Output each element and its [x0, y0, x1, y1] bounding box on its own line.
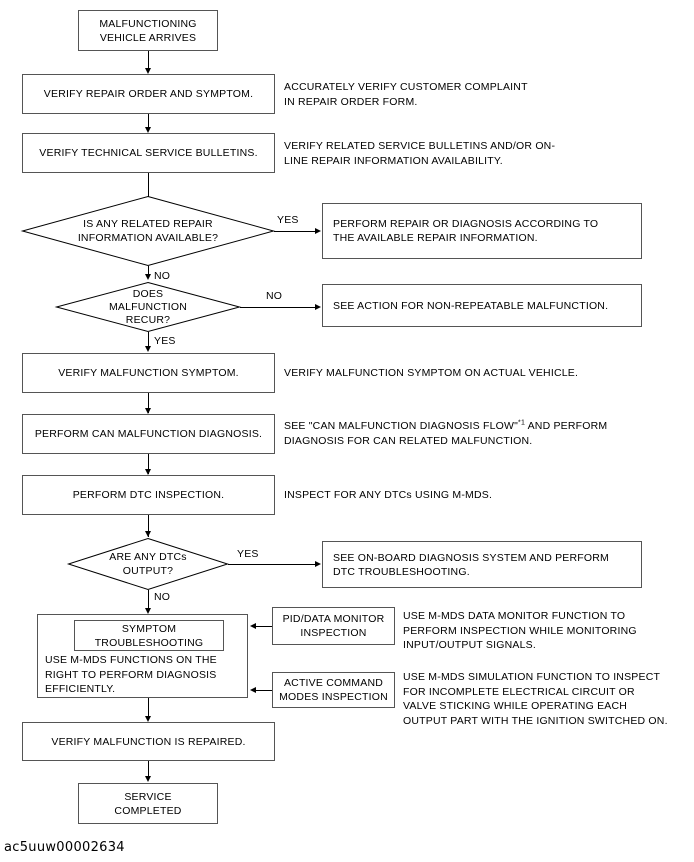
decision-is-any-related-repair-information-available: IS ANY RELATED REPAIR INFORMATION AVAILA…	[20, 195, 276, 267]
node-label: SERVICE COMPLETED	[114, 790, 182, 817]
node-label: SYMPTOM TROUBLESHOOTING	[94, 622, 204, 649]
outcome-perform-repair-or-diagnosis: PERFORM REPAIR OR DIAGNOSIS ACCORDING TO…	[322, 203, 642, 259]
branch-label-dtc-no: NO	[154, 591, 171, 603]
connector-info-no	[148, 266, 149, 276]
connector-recur-no	[240, 307, 315, 308]
symptom-troubleshooting-description: USE M-MDS FUNCTIONS ON THE RIGHT TO PERF…	[45, 654, 217, 695]
node-label: VERIFY TECHNICAL SERVICE BULLETINS.	[39, 147, 258, 159]
connector-symptom-to-can	[148, 393, 149, 413]
figure-id-label: ac5uuw00002634	[4, 840, 125, 855]
node-label: PID/DATA MONITOR INSPECTION	[282, 613, 385, 639]
arrowhead-down-icon	[144, 408, 151, 414]
node-verify-repair-order: VERIFY REPAIR ORDER AND SYMPTOM.	[22, 74, 275, 114]
annotation-verify-tsb: VERIFY RELATED SERVICE BULLETINS AND/OR …	[284, 140, 556, 167]
node-pid-data-monitor-inspection: PID/DATA MONITOR INSPECTION	[272, 607, 395, 645]
connector-symptom-to-verify-repaired	[148, 698, 149, 716]
connector-active-to-symptom	[256, 690, 272, 691]
annotation-can-post: AND PERFORM DIAGNOSIS FOR CAN RELATED MA…	[284, 420, 608, 447]
annotation-verify-symptom: VERIFY MALFUNCTION SYMPTOM ON ACTUAL VEH…	[284, 367, 579, 379]
branch-label-dtc-yes: YES	[237, 548, 259, 560]
arrowhead-down-icon	[144, 346, 151, 352]
node-symptom-troubleshooting: SYMPTOM TROUBLESHOOTING	[74, 620, 224, 651]
arrowhead-down-icon	[144, 776, 151, 782]
connector-info-yes	[274, 231, 315, 232]
connector-start-to-verify-repair-order	[148, 51, 149, 68]
arrowhead-down-icon	[144, 68, 151, 74]
node-label: ACTIVE COMMAND MODES INSPECTION	[279, 677, 388, 703]
branch-label-info-no: NO	[154, 270, 171, 282]
node-label: VERIFY REPAIR ORDER AND SYMPTOM.	[43, 88, 254, 100]
arrowhead-down-icon	[144, 127, 151, 133]
node-malfunctioning-vehicle-arrives: MALFUNCTIONING VEHICLE ARRIVES	[78, 10, 218, 51]
node-service-completed: SERVICE COMPLETED	[78, 783, 218, 824]
arrowhead-down-icon	[144, 531, 151, 537]
outcome-label: SEE ACTION FOR NON-REPEATABLE MALFUNCTIO…	[333, 299, 609, 312]
node-verify-technical-service-bulletins: VERIFY TECHNICAL SERVICE BULLETINS.	[22, 133, 275, 173]
arrowhead-left-icon	[250, 686, 256, 693]
decision-does-malfunction-recur: DOES MALFUNCTION RECUR?	[54, 281, 242, 333]
branch-label-info-yes: YES	[277, 214, 299, 226]
diamond-shape-icon	[54, 281, 242, 333]
branch-label-recur-no: NO	[266, 290, 283, 302]
branch-label-recur-yes: YES	[154, 335, 176, 347]
annotation-pid-inspection: USE M-MDS DATA MONITOR FUNCTION TO PERFO…	[403, 610, 637, 651]
node-verify-malfunction-is-repaired: VERIFY MALFUNCTION IS REPAIRED.	[22, 722, 275, 761]
connector-dtcs-yes	[228, 564, 315, 565]
outcome-on-board-diagnosis-system: SEE ON-BOARD DIAGNOSIS SYSTEM AND PERFOR…	[322, 541, 642, 588]
connector-dtc-to-decision-dtcs	[148, 515, 149, 537]
outcome-label: PERFORM REPAIR OR DIAGNOSIS ACCORDING TO…	[333, 218, 599, 244]
connector-recur-yes	[148, 332, 149, 346]
node-label: PERFORM CAN MALFUNCTION DIAGNOSIS.	[34, 428, 263, 440]
arrowhead-down-icon	[144, 608, 151, 614]
connector-tsb-to-decision-info	[148, 173, 149, 197]
outcome-label: SEE ON-BOARD DIAGNOSIS SYSTEM AND PERFOR…	[333, 551, 609, 578]
annotation-can-pre: SEE "CAN MALFUNCTION DIAGNOSIS FLOW"	[284, 420, 519, 432]
node-label: VERIFY MALFUNCTION SYMPTOM.	[58, 367, 239, 379]
connector-pid-to-symptom	[256, 626, 272, 627]
outcome-non-repeatable-malfunction: SEE ACTION FOR NON-REPEATABLE MALFUNCTIO…	[322, 284, 642, 327]
decision-are-any-dtcs-output: ARE ANY DTCs OUTPUT?	[66, 537, 230, 591]
footnote-marker: *1	[518, 419, 526, 427]
arrowhead-right-icon	[315, 303, 321, 310]
node-verify-malfunction-symptom: VERIFY MALFUNCTION SYMPTOM.	[22, 353, 275, 393]
annotation-perform-dtc: INSPECT FOR ANY DTCs USING M-MDS.	[284, 489, 493, 501]
annotation-active-command: USE M-MDS SIMULATION FUNCTION TO INSPECT…	[403, 671, 668, 727]
connector-verify-repaired-to-service-completed	[148, 761, 149, 776]
arrowhead-down-icon	[144, 716, 151, 722]
annotation-perform-can: SEE "CAN MALFUNCTION DIAGNOSIS FLOW"*1 A…	[284, 419, 688, 448]
connector-verify-ro-to-tsb	[148, 114, 149, 127]
node-label: MALFUNCTIONING VEHICLE ARRIVES	[99, 17, 197, 44]
node-active-command-modes-inspection: ACTIVE COMMAND MODES INSPECTION	[272, 672, 395, 708]
connector-dtcs-no	[148, 590, 149, 608]
connector-can-to-dtc	[148, 454, 149, 474]
node-perform-can-malfunction-diagnosis: PERFORM CAN MALFUNCTION DIAGNOSIS.	[22, 414, 275, 454]
diamond-shape-icon	[20, 195, 276, 267]
node-perform-dtc-inspection: PERFORM DTC INSPECTION.	[22, 475, 275, 515]
diamond-shape-icon	[66, 537, 230, 591]
arrowhead-right-icon	[315, 227, 321, 234]
arrowhead-down-icon	[144, 274, 151, 280]
arrowhead-right-icon	[315, 560, 321, 567]
node-label: PERFORM DTC INSPECTION.	[72, 489, 225, 501]
node-label: VERIFY MALFUNCTION IS REPAIRED.	[51, 735, 246, 748]
arrowhead-down-icon	[144, 469, 151, 475]
arrowhead-left-icon	[250, 622, 256, 629]
annotation-verify-repair-order: ACCURATELY VERIFY CUSTOMER COMPLAINT IN …	[284, 81, 528, 108]
